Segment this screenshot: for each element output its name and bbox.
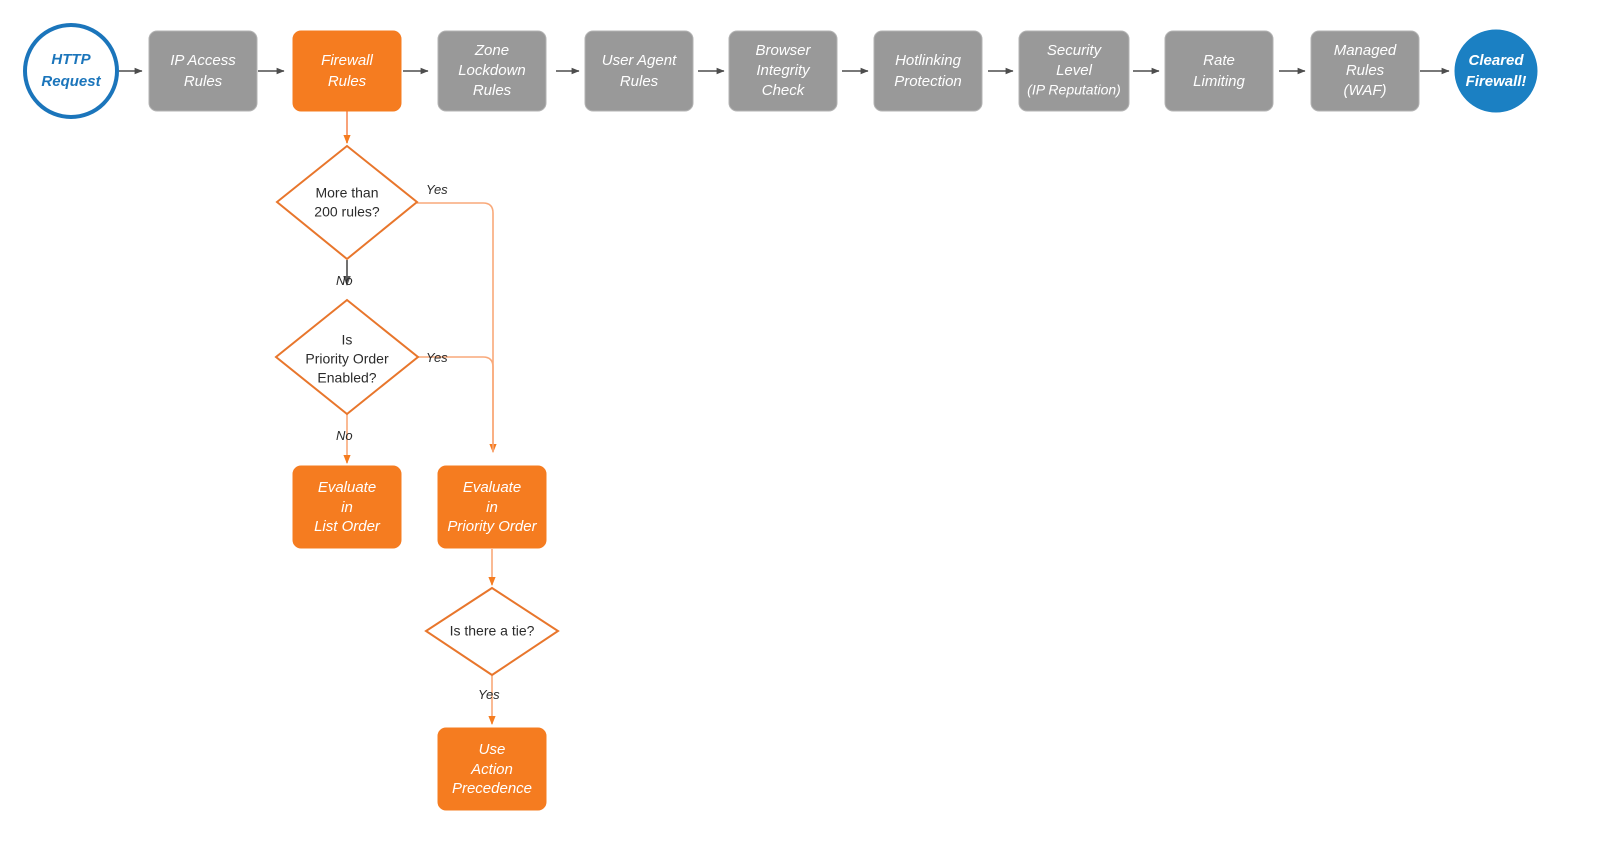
zone-lockdown-rules-line-1: Zone [474, 42, 509, 59]
use-action-precedence-line-2: Action [470, 761, 513, 778]
edge-label-more-than-200-no: No [336, 273, 353, 288]
ip-access-rules-box [148, 30, 258, 112]
hotlinking-protection-line-2: Protection [894, 73, 962, 90]
node-ip-access-rules[interactable]: IP Access Rules [148, 30, 258, 112]
connector-more-than-200-yes [417, 202, 497, 453]
managed-rules-waf-line-1: Managed [1334, 42, 1397, 59]
evaluate-in-priority-order-line-1: Evaluate [463, 479, 521, 496]
hotlinking-protection-line-1: Hotlinking [895, 52, 962, 69]
rate-limiting-line-1: Rate [1203, 52, 1235, 69]
is-priority-order-enabled-diamond [274, 298, 420, 416]
node-zone-lockdown-rules[interactable]: Zone Lockdown Rules [437, 30, 547, 112]
user-agent-rules-line-2: Rules [620, 73, 659, 90]
node-firewall-rules[interactable]: Firewall Rules [292, 30, 402, 112]
is-there-a-tie-diamond [424, 586, 560, 677]
cleared-firewall-circle [1454, 29, 1538, 113]
evaluate-in-priority-order-line-3: Priority Order [447, 518, 537, 535]
firewall-rules-line-2: Rules [328, 73, 367, 90]
edge-label-priority-order-yes: Yes [426, 350, 448, 365]
evaluate-in-list-order-box [292, 465, 402, 549]
http-request-line-1: HTTP [51, 51, 91, 68]
security-level-line-3: (IP Reputation) [1027, 82, 1121, 98]
rate-limiting-line-2: Limiting [1193, 73, 1245, 90]
decision-is-priority-order-enabled[interactable]: Is Priority Order Enabled? [274, 298, 420, 416]
evaluate-in-priority-order-line-2: in [486, 499, 498, 516]
more-than-200-rules-diamond [275, 144, 419, 261]
is-priority-order-enabled-line-1: Is [342, 332, 353, 348]
node-managed-rules-waf[interactable]: Managed Rules (WAF) [1310, 30, 1420, 112]
managed-rules-waf-line-3: (WAF) [1343, 82, 1386, 99]
node-http-request[interactable]: HTTP Request [23, 23, 119, 119]
browser-integrity-check-box [728, 30, 838, 112]
node-evaluate-in-list-order[interactable]: Evaluate in List Order [292, 465, 402, 549]
firewall-rules-box [292, 30, 402, 112]
security-level-line-2: Level [1056, 62, 1093, 79]
more-than-200-rules-line-2: 200 rules? [314, 204, 380, 220]
is-there-a-tie-line-1: Is there a tie? [450, 623, 535, 639]
use-action-precedence-box [437, 727, 547, 811]
node-security-level[interactable]: Security Level (IP Reputation) [1018, 30, 1130, 112]
edge-labels: Yes No Yes No Yes [336, 182, 500, 702]
browser-integrity-check-line-1: Browser [755, 42, 811, 59]
user-agent-rules-line-1: User Agent [602, 52, 677, 69]
decision-is-there-a-tie[interactable]: Is there a tie? [424, 586, 560, 677]
node-cleared-firewall[interactable]: Cleared Firewall! [1454, 29, 1538, 113]
is-priority-order-enabled-line-2: Priority Order [305, 351, 389, 367]
managed-rules-waf-line-2: Rules [1346, 62, 1385, 79]
decision-more-than-200-rules[interactable]: More than 200 rules? [275, 144, 419, 261]
user-agent-rules-box [584, 30, 694, 112]
managed-rules-waf-box [1310, 30, 1420, 112]
more-than-200-rules-line-1: More than [315, 185, 378, 201]
edge-label-more-than-200-yes: Yes [426, 182, 448, 197]
security-level-box [1018, 30, 1130, 112]
evaluate-in-priority-order-box [437, 465, 547, 549]
evaluate-in-list-order-line-1: Evaluate [318, 479, 376, 496]
ip-access-rules-line-2: Rules [184, 73, 223, 90]
use-action-precedence-line-1: Use [479, 741, 506, 758]
rate-limiting-box [1164, 30, 1274, 112]
ip-access-rules-line-1: IP Access [170, 52, 236, 69]
cleared-firewall-line-1: Cleared [1468, 52, 1524, 69]
security-level-line-1: Security [1047, 42, 1103, 59]
connector-priority-order-yes [418, 356, 494, 452]
node-use-action-precedence[interactable]: Use Action Precedence [437, 727, 547, 811]
node-evaluate-in-priority-order[interactable]: Evaluate in Priority Order [437, 465, 547, 549]
browser-integrity-check-line-3: Check [762, 82, 806, 99]
zone-lockdown-rules-box [437, 30, 547, 112]
node-hotlinking-protection[interactable]: Hotlinking Protection [873, 30, 983, 112]
browser-integrity-check-line-2: Integrity [756, 62, 811, 79]
hotlinking-protection-box [873, 30, 983, 112]
node-user-agent-rules[interactable]: User Agent Rules [584, 30, 694, 112]
zone-lockdown-rules-line-3: Rules [473, 82, 512, 99]
firewall-rules-line-1: Firewall [321, 52, 373, 69]
zone-lockdown-rules-line-2: Lockdown [458, 62, 526, 79]
evaluate-in-list-order-line-3: List Order [314, 518, 381, 535]
node-rate-limiting[interactable]: Rate Limiting [1164, 30, 1274, 112]
node-browser-integrity-check[interactable]: Browser Integrity Check [728, 30, 838, 112]
edge-label-tie-yes: Yes [478, 687, 500, 702]
evaluate-in-list-order-line-2: in [341, 499, 353, 516]
branch-connectors [343, 111, 497, 725]
http-request-circle [23, 23, 119, 119]
is-priority-order-enabled-line-3: Enabled? [317, 370, 376, 386]
cleared-firewall-line-2: Firewall! [1466, 73, 1527, 90]
http-request-line-2: Request [41, 73, 101, 90]
edge-label-priority-order-no: No [336, 428, 353, 443]
use-action-precedence-line-3: Precedence [452, 780, 532, 797]
